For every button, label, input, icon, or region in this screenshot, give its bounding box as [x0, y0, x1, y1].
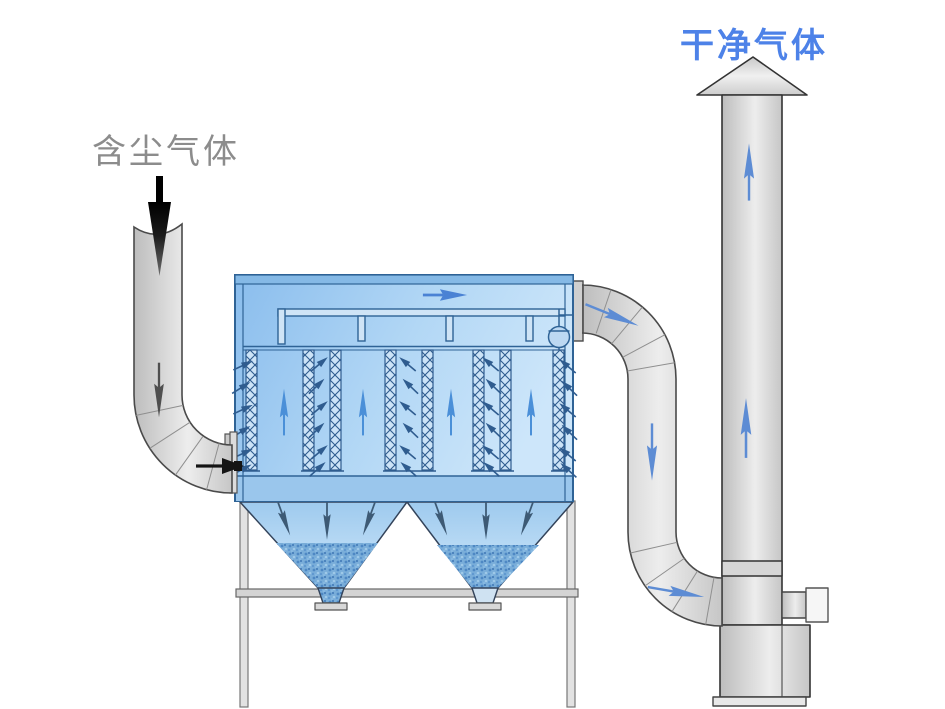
- fan-motor: [805, 587, 829, 623]
- inlet-duct-body: [133, 222, 233, 494]
- right-leg: [566, 500, 576, 708]
- motor-connector: [781, 591, 807, 619]
- purge-air-pipe: [277, 308, 566, 345]
- right-spout: [471, 587, 499, 604]
- housing-dust-band: [236, 476, 572, 501]
- filter-housing: [230, 274, 580, 502]
- dust-hoppers: [239, 495, 574, 611]
- left-hopper-dust: [276, 543, 378, 588]
- outlet-elbow-duct: [572, 280, 723, 627]
- inlet-entry-arrow: [196, 458, 244, 474]
- left-spout: [317, 587, 345, 604]
- inlet-gas-label: 含尘气体: [92, 133, 240, 171]
- bag-strips: [245, 349, 565, 471]
- left-spout-flange: [314, 602, 348, 611]
- exhaust-stack: [696, 56, 829, 707]
- cross-beam: [235, 588, 579, 598]
- right-hopper-dust: [437, 545, 539, 588]
- housing-top-band: [234, 274, 574, 285]
- fan-housing-base: [719, 624, 811, 698]
- left-leg: [239, 500, 249, 708]
- inlet-gas-arrow: [148, 176, 171, 276]
- stack-base-flange: [712, 696, 807, 707]
- housing-outlet-flange: [572, 280, 584, 342]
- support-frame: [235, 500, 579, 708]
- filter-bags: [243, 349, 565, 472]
- stack-body: [721, 94, 783, 626]
- stack-joint-band: [721, 560, 783, 577]
- dust-laden-gas-inlet-duct: [133, 176, 244, 494]
- valve-symbol: [547, 309, 573, 350]
- outlet-gas-label: 干净气体: [680, 27, 828, 65]
- right-spout-flange: [468, 602, 502, 611]
